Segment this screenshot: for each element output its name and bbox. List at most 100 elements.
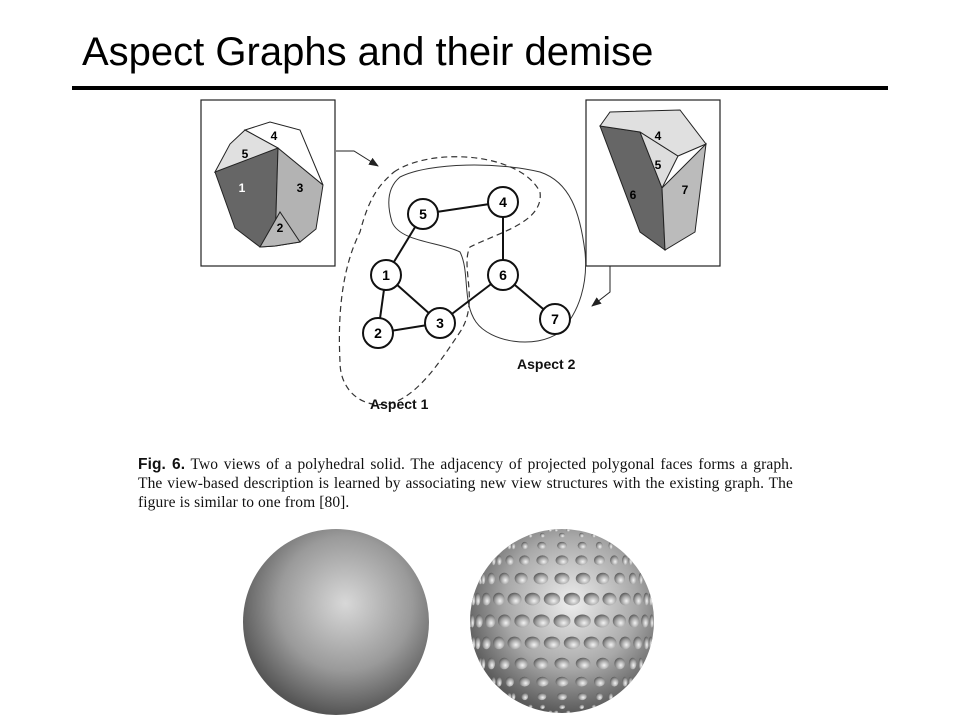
right-face-7 <box>661 142 707 251</box>
golf-dimple <box>533 614 550 628</box>
golf-dimple <box>481 592 491 606</box>
graph-node-6: 6 <box>487 259 519 291</box>
golf-dimple <box>491 555 496 566</box>
node-label-2: 2 <box>374 325 382 341</box>
graph-node-1: 1 <box>370 259 402 291</box>
left-face-label-2: 2 <box>277 221 284 235</box>
golf-dimple <box>537 692 547 701</box>
golf-dimple <box>505 555 514 566</box>
golf-dimple <box>507 541 512 550</box>
golf-dimple <box>619 636 631 650</box>
left-face-label-3: 3 <box>297 181 304 195</box>
left-polyhedron <box>213 121 324 248</box>
title-rule <box>72 86 888 90</box>
golf-dimple <box>507 636 522 650</box>
golf-dimple <box>641 614 649 628</box>
golf-dimple <box>471 636 476 650</box>
golf-dimple <box>591 704 596 710</box>
golf-dimple <box>481 572 486 585</box>
golf-dimple <box>555 676 569 687</box>
golf-dimple <box>577 541 587 550</box>
golf-dimple <box>612 614 626 628</box>
right-view-arrow <box>591 266 611 307</box>
left-face-5 <box>213 129 280 173</box>
golf-dimple <box>575 572 591 585</box>
golf-dimple <box>499 657 510 670</box>
node-label-5: 5 <box>419 206 427 222</box>
left-face-label-4: 4 <box>271 129 278 143</box>
golf-dimple <box>648 636 653 650</box>
golf-dimple <box>536 555 549 566</box>
golf-dimple <box>628 676 633 687</box>
right-face-label-5: 5 <box>655 158 662 172</box>
golf-dimple <box>471 592 476 606</box>
golf-dimple <box>628 657 637 670</box>
golf-dimple <box>558 704 566 710</box>
graph-node-5: 5 <box>407 198 439 230</box>
golf-dimple <box>528 532 533 538</box>
golf-dimple <box>622 555 628 566</box>
aspect-graph-svg: 1 2 3 4 5 4 5 6 7 <box>200 99 721 412</box>
golf-dimple <box>602 636 617 650</box>
golf-dimple <box>543 592 561 606</box>
golf-dimple <box>524 636 541 650</box>
left-view-arrow <box>336 150 379 167</box>
graph-node-2: 2 <box>362 317 394 349</box>
golf-dimple <box>491 676 496 687</box>
right-polyhedron <box>599 109 707 252</box>
node-label-3: 3 <box>436 315 444 331</box>
golf-dimple <box>555 555 569 566</box>
golf-dimple <box>493 636 505 650</box>
golf-dimple <box>596 657 610 670</box>
golf-dimple <box>536 676 549 687</box>
golf-dimple <box>648 592 653 606</box>
golf-dimple <box>563 636 581 650</box>
golf-dimple <box>475 592 481 606</box>
golf-ball <box>470 529 654 713</box>
graph-node-7: 7 <box>539 303 571 335</box>
golf-dimple <box>496 555 502 566</box>
golf-dimple <box>521 692 529 701</box>
left-face-label-1: 1 <box>239 181 246 195</box>
golf-dimple <box>554 657 570 670</box>
golf-dimple <box>628 555 633 566</box>
golf-dimple <box>575 555 588 566</box>
golf-dimple <box>533 572 549 585</box>
spheres-figure <box>232 522 664 720</box>
golf-dimple <box>638 657 643 670</box>
golf-dimple <box>595 541 603 550</box>
golf-dimple <box>554 572 570 585</box>
golf-dimple <box>547 710 553 713</box>
slide-title: Aspect Graphs and their demise <box>82 30 654 74</box>
golf-dimple <box>481 657 486 670</box>
golf-ball-dimples <box>470 529 654 713</box>
golf-dimple <box>633 636 643 650</box>
right-face-4 <box>599 109 707 157</box>
golf-dimple <box>579 532 585 538</box>
golf-dimple <box>595 692 603 701</box>
golf-dimple <box>498 614 512 628</box>
golf-dimple <box>493 592 505 606</box>
golf-dimple <box>539 704 545 710</box>
golf-dimple <box>528 704 533 710</box>
right-face-label-7: 7 <box>682 183 689 197</box>
right-face-label-4: 4 <box>655 129 662 143</box>
right-face-label-6: 6 <box>630 188 637 202</box>
aspect-1-boundary <box>338 156 541 406</box>
golf-dimple <box>499 572 510 585</box>
golf-dimple <box>619 592 631 606</box>
golf-dimple <box>577 692 587 701</box>
golf-dimple <box>602 592 617 606</box>
graph-edges <box>377 201 556 334</box>
golf-dimple <box>514 614 530 628</box>
node-label-6: 6 <box>499 267 507 283</box>
graph-node-3: 3 <box>424 307 456 339</box>
golf-dimple <box>565 710 571 713</box>
left-face-2 <box>259 211 301 248</box>
golf-dimple <box>514 572 528 585</box>
golf-dimple <box>519 555 530 566</box>
golf-dimple <box>484 614 496 628</box>
golf-dimple <box>583 636 600 650</box>
golf-dimple <box>505 676 514 687</box>
golf-dimple <box>514 657 528 670</box>
